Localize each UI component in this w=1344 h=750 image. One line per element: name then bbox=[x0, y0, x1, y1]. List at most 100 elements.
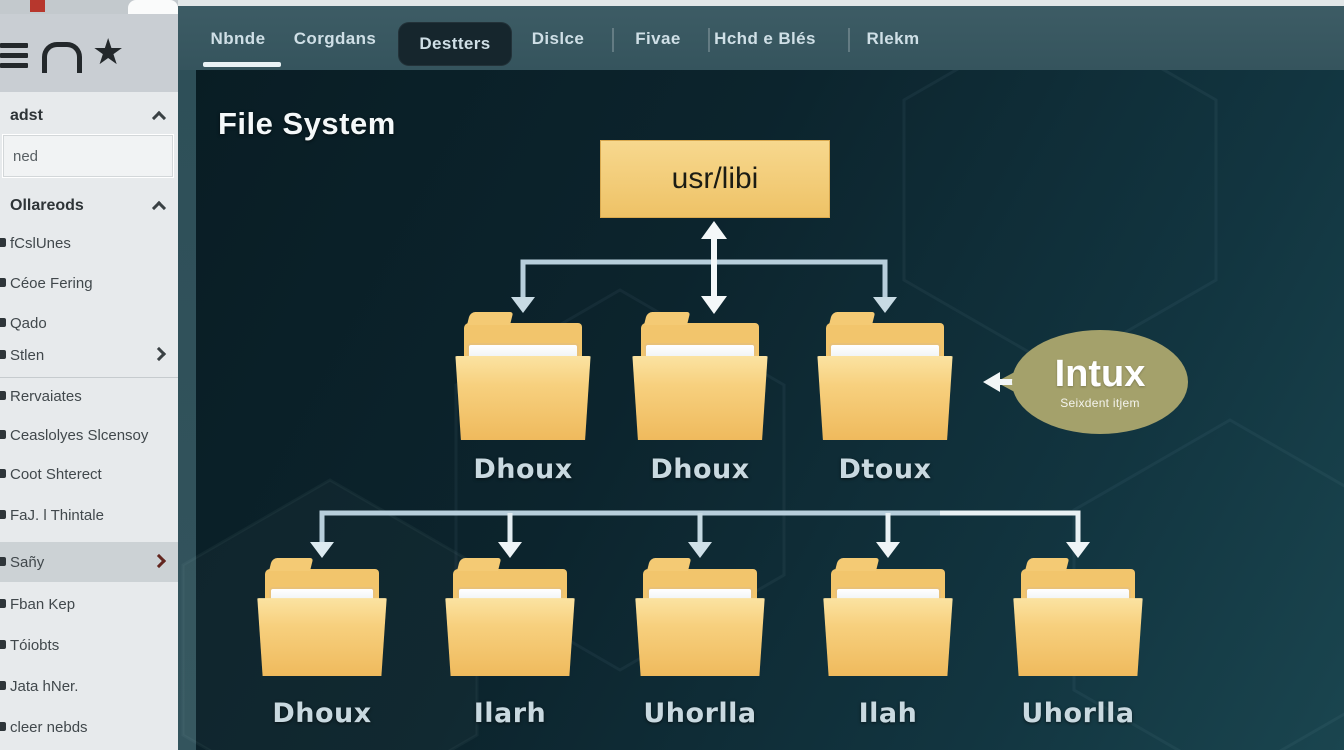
sidebar-item-label: Stlen bbox=[10, 346, 45, 364]
folder-label: Dhoux bbox=[272, 698, 372, 729]
item-bullet-icon bbox=[0, 557, 6, 566]
sidebar-item-label: cleer nebds bbox=[10, 718, 88, 736]
chevron-right-icon bbox=[151, 346, 167, 362]
star-icon[interactable]: ★ bbox=[92, 31, 125, 72]
folder-icon[interactable] bbox=[256, 558, 388, 676]
item-bullet-icon bbox=[0, 350, 6, 359]
sidebar: ★ adst ned Ollareods fCslUnes Céoe Ferin… bbox=[0, 0, 178, 750]
nav-tab[interactable]: Corgdans bbox=[293, 29, 377, 48]
folder-label: Uhorlla bbox=[643, 698, 757, 729]
item-bullet-icon bbox=[0, 391, 6, 400]
browser-favicon bbox=[30, 0, 45, 12]
sidebar-section-header[interactable]: adst bbox=[0, 96, 178, 136]
folder-front bbox=[1013, 598, 1143, 676]
folder-icon[interactable] bbox=[1012, 558, 1144, 676]
folder-icon[interactable] bbox=[822, 558, 954, 676]
sidebar-toolbar: ★ bbox=[0, 14, 178, 92]
sidebar-item[interactable]: Stlen bbox=[0, 335, 178, 375]
sidebar-item[interactable]: Qado bbox=[0, 303, 178, 343]
folder-icon[interactable] bbox=[444, 558, 576, 676]
folder-icon[interactable] bbox=[631, 312, 769, 440]
window-top-edge bbox=[178, 0, 1344, 6]
folder-front bbox=[635, 598, 765, 676]
item-bullet-icon bbox=[0, 640, 6, 649]
callout-title: Intux bbox=[1054, 353, 1146, 395]
item-bullet-icon bbox=[0, 599, 6, 608]
sidebar-item-label: Ceaslolyes Slcensoy bbox=[10, 426, 149, 444]
diagram-root-node[interactable]: usr/libi bbox=[600, 140, 830, 218]
sidebar-item[interactable]: Rervaiates bbox=[0, 376, 178, 416]
sidebar-item-label: Jata hNer. bbox=[10, 677, 79, 695]
chevron-right-icon bbox=[151, 553, 167, 569]
nav-tab-pill[interactable]: Destters bbox=[398, 22, 512, 66]
sidebar-item-label: Fban Kep bbox=[10, 595, 76, 613]
sidebar-item[interactable]: Coot Shterect bbox=[0, 454, 178, 494]
divider bbox=[0, 377, 178, 378]
folder-label: Dtoux bbox=[838, 454, 932, 485]
sidebar-item[interactable]: Jata hNer. bbox=[0, 666, 178, 706]
folder-icon[interactable] bbox=[816, 312, 954, 440]
folder-front bbox=[455, 355, 591, 440]
canvas-left-edge bbox=[178, 70, 196, 750]
sidebar-section-header[interactable]: Ollareods bbox=[0, 186, 178, 226]
item-bullet-icon bbox=[0, 469, 6, 478]
nav-separator bbox=[848, 28, 850, 52]
sidebar-item-label: Sañy bbox=[10, 553, 45, 571]
active-tab-underline bbox=[203, 62, 281, 67]
home-icon[interactable] bbox=[42, 42, 82, 73]
nav-separator bbox=[708, 28, 710, 52]
sidebar-item-label: Rervaiates bbox=[10, 387, 82, 405]
sidebar-selected-item[interactable]: ned bbox=[2, 134, 174, 178]
sidebar-item-label: FaJ. l Thintale bbox=[10, 506, 104, 524]
root-node-label: usr/libi bbox=[671, 162, 759, 195]
nav-separator bbox=[612, 28, 614, 52]
sidebar-panel: adst ned Ollareods fCslUnes Céoe Fering … bbox=[0, 92, 178, 750]
sidebar-item[interactable]: FaJ. l Thintale bbox=[0, 495, 178, 535]
sidebar-item[interactable]: Fban Kep bbox=[0, 584, 178, 624]
sidebar-item-label: Céoe Fering bbox=[10, 274, 93, 292]
nav-tab-active[interactable]: Nbnde bbox=[210, 29, 266, 48]
folder-icon[interactable] bbox=[634, 558, 766, 676]
sidebar-item-highlighted[interactable]: Sañy bbox=[0, 542, 178, 582]
nav-tab[interactable]: Fivae bbox=[635, 29, 681, 48]
browser-tab-strip bbox=[0, 0, 178, 14]
nav-tab[interactable]: Hchd e Blés bbox=[714, 29, 816, 48]
nav-tab-label: Destters bbox=[419, 34, 491, 53]
folder-label: Ilarh bbox=[473, 698, 547, 729]
folder-front bbox=[632, 355, 768, 440]
sidebar-item[interactable]: cleer nebds bbox=[0, 707, 178, 747]
browser-tab[interactable] bbox=[128, 0, 178, 14]
selected-item-label: ned bbox=[13, 147, 39, 165]
callout-subtitle: Seixdent itjem bbox=[1060, 396, 1140, 410]
sidebar-item[interactable]: Tóiobts bbox=[0, 625, 178, 665]
callout-bubble: Intux Seixdent itjem bbox=[1012, 330, 1188, 434]
sidebar-item-label: fCslUnes bbox=[10, 234, 71, 252]
sidebar-item-label: Qado bbox=[10, 314, 47, 332]
folder-front bbox=[823, 598, 953, 676]
folder-front bbox=[817, 355, 953, 440]
sidebar-item[interactable]: Ceaslolyes Slcensoy bbox=[0, 415, 178, 455]
section-label: adst bbox=[10, 107, 43, 124]
item-bullet-icon bbox=[0, 722, 6, 731]
folder-label: Uhorlla bbox=[1021, 698, 1135, 729]
chevron-up-icon bbox=[151, 200, 167, 216]
section-label: Ollareods bbox=[10, 197, 84, 214]
nav-tab[interactable]: Dislce bbox=[531, 29, 585, 48]
menu-icon[interactable] bbox=[0, 38, 28, 73]
folder-front bbox=[257, 598, 387, 676]
nav-tab[interactable]: Rlekm bbox=[866, 29, 920, 48]
folder-label: Dhoux bbox=[473, 454, 573, 485]
sidebar-item-label: Tóiobts bbox=[10, 636, 60, 654]
folder-label: Ilah bbox=[858, 698, 918, 729]
sidebar-item[interactable]: Céoe Fering bbox=[0, 263, 178, 303]
item-bullet-icon bbox=[0, 278, 6, 287]
sidebar-item[interactable]: fCslUnes bbox=[0, 223, 178, 263]
item-bullet-icon bbox=[0, 238, 6, 247]
item-bullet-icon bbox=[0, 510, 6, 519]
folder-icon[interactable] bbox=[454, 312, 592, 440]
item-bullet-icon bbox=[0, 681, 6, 690]
item-bullet-icon bbox=[0, 430, 6, 439]
sidebar-item-label: Coot Shterect bbox=[10, 465, 102, 483]
page-title: File System bbox=[218, 106, 396, 141]
